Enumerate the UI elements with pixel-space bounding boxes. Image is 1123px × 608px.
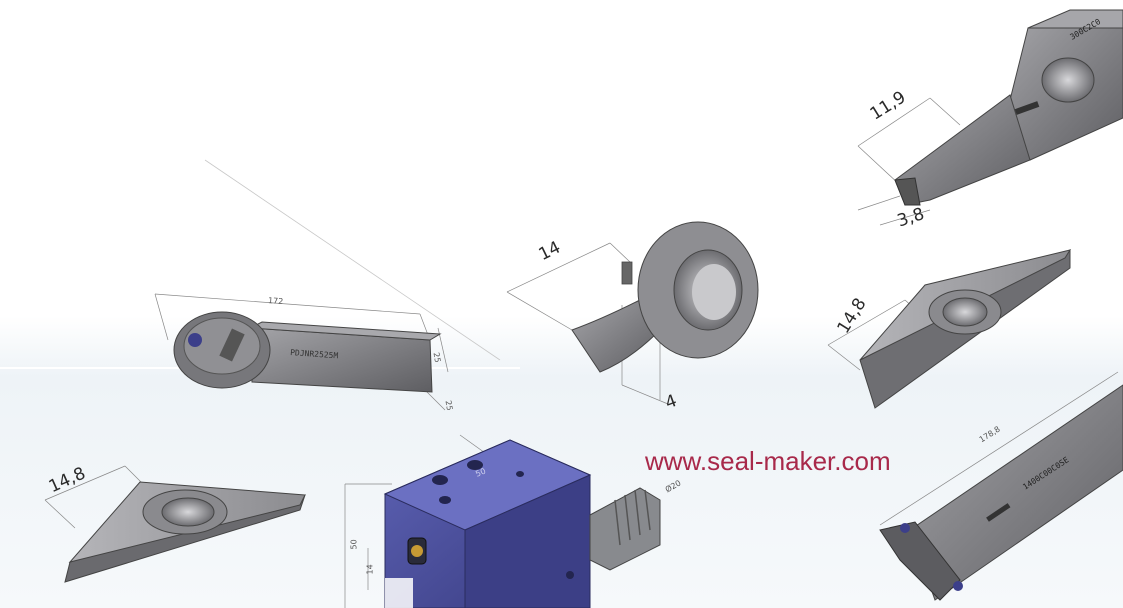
diamond-insert-right xyxy=(827,249,1072,409)
boring-bar: 1400C00C0SE xyxy=(879,371,1123,601)
construction-line xyxy=(204,159,501,361)
turning-holder: PDJNR2525M xyxy=(154,293,449,411)
dimension-block-sub-height: 14 xyxy=(365,564,375,575)
watermark-text: www.seal-maker.com xyxy=(645,446,891,476)
svg-text:PDJNR2525M: PDJNR2525M xyxy=(290,348,339,360)
diamond-insert-left xyxy=(44,465,306,583)
ring-cutter xyxy=(506,221,759,405)
grooving-tool: 300C2C0 xyxy=(857,9,1123,226)
vdi-tool-block xyxy=(344,434,661,608)
dimension-holder-height: 25 xyxy=(431,351,443,364)
dimension-holder-length: 172 xyxy=(267,296,284,307)
dimension-block-height: 50 xyxy=(349,539,359,550)
dimension-holder-width: 25 xyxy=(443,399,455,412)
